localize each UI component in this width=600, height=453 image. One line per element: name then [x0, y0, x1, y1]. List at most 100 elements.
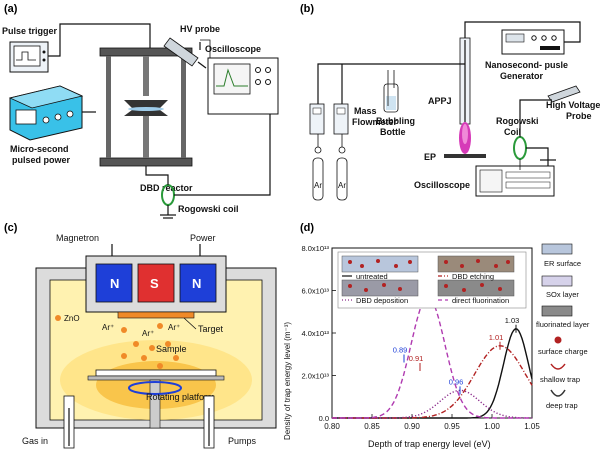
side-legend-fluorinated: fluorinated layer	[536, 320, 590, 329]
sample-inset-legend	[337, 251, 527, 309]
side-legend-deep-trap: deep trap	[546, 401, 578, 410]
gas-cylinders	[312, 146, 348, 201]
zno-legend-label: ZnO	[64, 314, 80, 323]
wiring-b	[317, 21, 581, 170]
hv-probe-b-label-2: Probe	[566, 111, 592, 121]
side-legend-surface-charge: surface charge	[538, 347, 588, 356]
rogowski-b-label-1: Rogowski	[496, 116, 539, 126]
sample-label: Sample	[156, 344, 187, 354]
fluorinated-layer-swatch	[541, 305, 573, 317]
target-label: Target	[198, 324, 224, 334]
annotation-label: 1.01	[489, 333, 504, 342]
er-surface-swatch	[541, 243, 573, 255]
dbd-reactor	[99, 47, 193, 167]
y-tick-label: 2.0x10¹³	[301, 372, 329, 381]
oscilloscope-a-label: Oscilloscope	[205, 44, 261, 54]
legend-dbd-deposition: DBD deposition	[356, 296, 408, 305]
ar-ions: Ar⁺ Ar⁺ Ar⁺	[102, 323, 180, 338]
panel-b-label: (b)	[300, 3, 314, 15]
magnetron	[85, 255, 227, 319]
svg-text:Ar⁺: Ar⁺	[142, 329, 154, 338]
nanosecond-label-1: Nanosecond- pusle	[485, 60, 568, 70]
mass-label-1: Mass	[354, 106, 377, 116]
x-tick-label: 0.85	[364, 422, 380, 431]
pulsed-power-label-1: Micro-second	[10, 144, 69, 154]
annotation-label: 1.03	[505, 316, 520, 325]
pulsed-power-supply	[8, 85, 84, 141]
hv-probe	[163, 37, 207, 69]
x-axis-label: Depth of trap energy level (eV)	[368, 439, 491, 449]
svg-text:Ar⁺: Ar⁺	[168, 323, 180, 332]
wiring-a	[48, 23, 271, 219]
svg-text:Ar⁺: Ar⁺	[102, 323, 114, 332]
zno-particles	[55, 315, 179, 369]
sox-layer-swatch	[541, 275, 573, 287]
mass-flowmeters	[309, 103, 349, 135]
x-tick-label: 1.05	[524, 422, 540, 431]
side-legend	[541, 243, 573, 397]
y-tick-label: 8.0x10¹³	[301, 244, 329, 253]
rogowski-coil-b	[513, 136, 527, 160]
dbd-reactor-label: DBD reactor	[140, 183, 193, 193]
bubbling-label-2: Bottle	[380, 127, 406, 137]
gas-in-label: Gas in	[22, 436, 48, 446]
gas-left-label: Ar	[314, 181, 322, 190]
x-tick-label: 0.80	[324, 422, 340, 431]
magnetron-label: Magnetron	[56, 233, 99, 243]
y-tick-label: 4.0x10¹³	[301, 329, 329, 338]
hv-probe-label: HV probe	[180, 24, 220, 34]
pumps-label: Pumps	[228, 436, 257, 446]
x-tick-label: 0.90	[404, 422, 420, 431]
gas-in-pipe	[63, 395, 75, 449]
y-tick-label: 6.0x10¹³	[301, 287, 329, 296]
target-pointer	[183, 317, 197, 330]
magnet-n-left: N	[110, 276, 119, 291]
y-tick-label: 0.0	[319, 414, 329, 423]
deep-trap-swatch	[550, 389, 566, 397]
y-axis-label: Density of trap energy level (m⁻³)	[283, 322, 292, 440]
legend-direct-fluorination: direct fluorination	[452, 296, 509, 305]
x-tick-label: 0.95	[444, 422, 460, 431]
panel-d-label: (d)	[300, 222, 314, 234]
legend-dbd-etching: DBD etching	[452, 272, 494, 281]
gas-right-label: Ar	[338, 181, 346, 190]
oscilloscope-b-label: Oscilloscope	[414, 180, 470, 190]
oscilloscope-b	[475, 165, 555, 197]
annotation-label: 0.89	[393, 346, 408, 355]
legend-untreated: untreated	[356, 272, 388, 281]
annotation-label: 0.91	[409, 354, 424, 363]
surface-charge-swatch	[554, 336, 562, 344]
pumps-pipe	[203, 395, 215, 449]
rotating-platform	[87, 369, 225, 429]
hv-probe-b-label-1: High Voltage	[546, 100, 600, 110]
shallow-trap-swatch	[550, 363, 566, 370]
ep-label: EP	[424, 152, 436, 162]
x-tick-label: 1.00	[484, 422, 500, 431]
side-legend-shallow-trap: shallow trap	[540, 375, 580, 384]
panel-c-label: (c)	[4, 222, 18, 234]
side-legend-sox: SOx layer	[546, 290, 579, 299]
rogowski-coil-a-label: Rogowski coil	[178, 204, 239, 214]
pulsed-power-label-2: pulsed power	[12, 155, 71, 165]
pulse-trigger-device	[9, 41, 49, 73]
annotation-label: 0.96	[449, 377, 464, 386]
appj-label: APPJ	[428, 96, 452, 106]
magnet-n-right: N	[192, 276, 201, 291]
mass-label-2: Flowmeter	[352, 117, 398, 127]
rogowski-b-label-2: Coil	[504, 127, 521, 137]
nanosecond-label-2: Generator	[500, 71, 544, 81]
power-label: Power	[190, 233, 216, 243]
oscilloscope-a	[207, 57, 279, 115]
bubbling-label-1: Bubbling	[376, 116, 415, 126]
pulse-trigger-label: Pulse trigger	[2, 26, 58, 36]
appj-jet	[444, 37, 486, 158]
rotating-platform-label: Rotating platform	[146, 392, 215, 402]
side-legend-er-surface: ER surface	[544, 259, 581, 268]
nanosecond-generator	[501, 29, 565, 55]
y-axis: 0.0 2.0x10¹³ 4.0x10¹³ 6.0x10¹³ 8.0x10¹³	[301, 244, 336, 423]
bubbling-bottle	[383, 70, 399, 113]
magnet-s: S	[150, 276, 159, 291]
panel-a-label: (a)	[4, 3, 18, 15]
